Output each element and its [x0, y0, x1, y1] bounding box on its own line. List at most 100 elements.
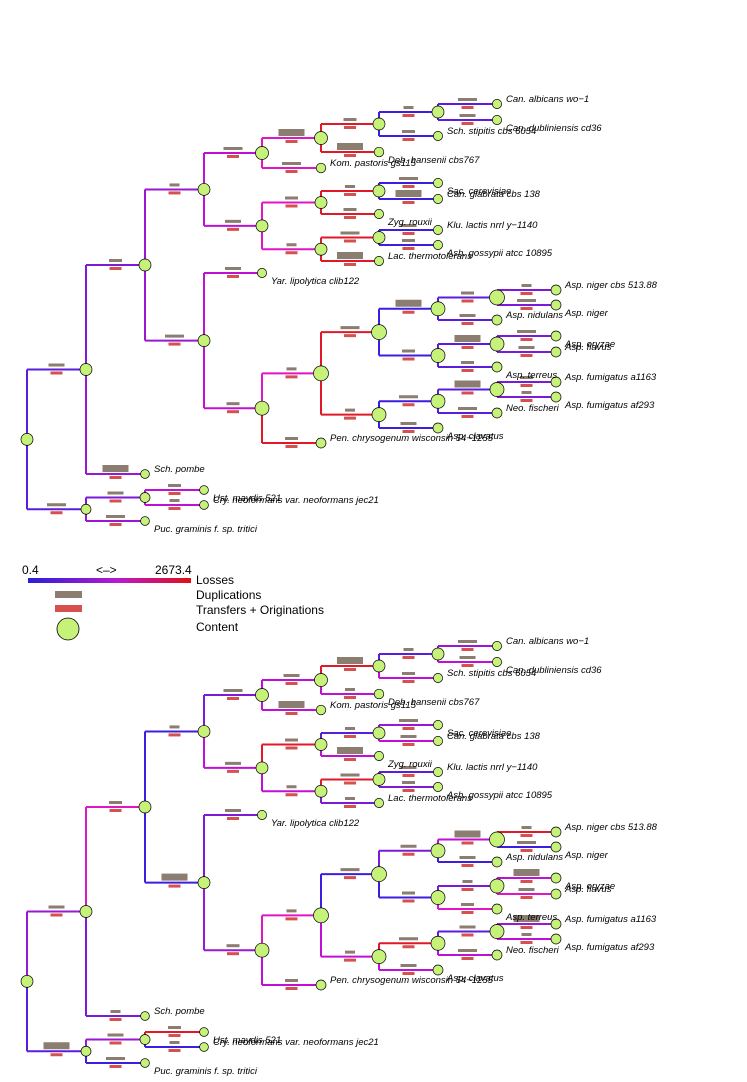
transfer-bar — [461, 841, 474, 845]
duplication-bar — [345, 185, 355, 188]
duplication-bar — [517, 299, 536, 302]
species-label: Sch. stipitis cbs 6054 — [447, 668, 536, 679]
transfer-bar — [285, 445, 298, 448]
leaf-content-circle — [491, 903, 503, 915]
duplication-bar — [169, 725, 180, 729]
duplication-bar — [278, 701, 305, 708]
transfer-bar — [520, 307, 533, 310]
transfer-bar — [402, 430, 415, 433]
transfer-bar — [461, 648, 474, 651]
duplication-bar — [340, 326, 360, 330]
transfer-bar — [285, 917, 298, 921]
species-label: Asp. fumigatus a1163 — [564, 372, 657, 383]
species-label: Can. albicans wo−1 — [506, 94, 589, 105]
leaf-content-circle — [491, 856, 503, 868]
species-label: Asp. fumigatus af293 — [564, 942, 655, 953]
leaf-content-circle — [433, 782, 443, 792]
legend-losses-label: Losses — [196, 573, 234, 587]
species-label: Lac. thermotolerans — [388, 793, 472, 804]
leaf-content-circle — [433, 225, 443, 235]
duplication-bar — [109, 259, 122, 263]
node-content-circle — [430, 348, 446, 363]
node-content-circle — [197, 725, 211, 738]
transfer-bar — [402, 114, 415, 117]
transfer-bar — [285, 251, 298, 255]
duplication-bar — [459, 925, 476, 929]
transfer-bar — [402, 972, 415, 975]
node-content-circle — [489, 924, 505, 939]
duplication-bar — [518, 346, 535, 349]
species-label: Can. dubliniensis cd36 — [506, 123, 602, 134]
duplication-bar — [399, 937, 418, 941]
species-label: Sch. pombe — [154, 464, 205, 475]
duplication-bar — [106, 1057, 125, 1060]
species-label: Asp. clavatus — [446, 973, 504, 984]
transfer-bar — [344, 334, 356, 338]
transfer-bar — [402, 899, 415, 903]
transfer-bar — [402, 201, 415, 204]
duplication-bar — [400, 964, 417, 967]
node-content-circle — [314, 242, 328, 256]
duplication-bar — [225, 267, 241, 270]
species-label: Can. dubliniensis cd36 — [506, 665, 602, 676]
transfer-bar — [168, 492, 181, 495]
duplication-bar — [400, 766, 417, 769]
duplication-bar — [283, 674, 300, 677]
leaf-content-circle — [199, 485, 209, 495]
duplication-bar — [461, 361, 474, 364]
node-content-circle — [372, 726, 386, 740]
duplication-bar — [402, 130, 415, 133]
duplication-bar — [106, 515, 125, 518]
species-label: Zyg. rouxii — [387, 759, 433, 770]
species-label: Cry. neoformans var. neoformans jec21 — [213, 495, 379, 506]
transfer-bar — [520, 399, 533, 402]
transfer-bar — [402, 185, 415, 188]
leaf-content-circle — [140, 1058, 150, 1068]
transfer-bar — [168, 884, 181, 888]
duplication-bar — [168, 1026, 181, 1029]
duplication-bar — [107, 491, 124, 495]
transfer-bar — [461, 122, 474, 125]
leaf-content-circle — [491, 361, 503, 373]
node-content-circle — [314, 196, 328, 209]
transfer-bar — [402, 774, 415, 777]
duplication-bar — [402, 891, 415, 895]
duplication-bar — [454, 335, 481, 342]
transfer-bar — [402, 945, 415, 949]
transfer-bar — [344, 805, 356, 808]
node-content-circle — [80, 1045, 92, 1057]
duplication-bar — [400, 224, 417, 227]
leaf-content-circle — [550, 346, 562, 358]
leaf-content-circle — [315, 162, 327, 174]
duplication-bar — [226, 402, 240, 406]
transfer-bar — [285, 170, 298, 173]
transfer-bar — [168, 733, 181, 737]
leaf-content-circle — [433, 178, 443, 188]
transfer-bar — [227, 697, 239, 700]
transfer-bar — [285, 987, 298, 990]
transfer-bar — [227, 952, 239, 956]
duplication-bar — [454, 830, 481, 838]
transfer-bar — [227, 227, 239, 231]
leaf-content-circle — [550, 330, 562, 342]
duplication-bar — [285, 196, 298, 200]
species-label: Deb. hansenii cbs767 — [388, 155, 480, 166]
transfer-bar — [402, 727, 415, 730]
duplication-bar — [110, 1010, 121, 1013]
node-content-circle — [431, 105, 445, 119]
transfer-bar — [227, 275, 239, 278]
duplication-bar — [402, 672, 415, 675]
transfer-bar — [344, 735, 356, 738]
transfer-bar — [402, 403, 415, 407]
species-label: Asp. nidulans — [505, 310, 563, 321]
duplication-bar — [399, 177, 418, 180]
transfer-bar — [520, 880, 533, 883]
leaf-content-circle — [550, 391, 562, 403]
duplication-bar — [337, 747, 363, 754]
node-content-circle — [197, 334, 211, 347]
duplication-bar — [337, 252, 363, 259]
duplication-bar — [521, 391, 532, 394]
transfer-bar — [109, 1018, 122, 1021]
node-content-circle — [314, 673, 328, 687]
